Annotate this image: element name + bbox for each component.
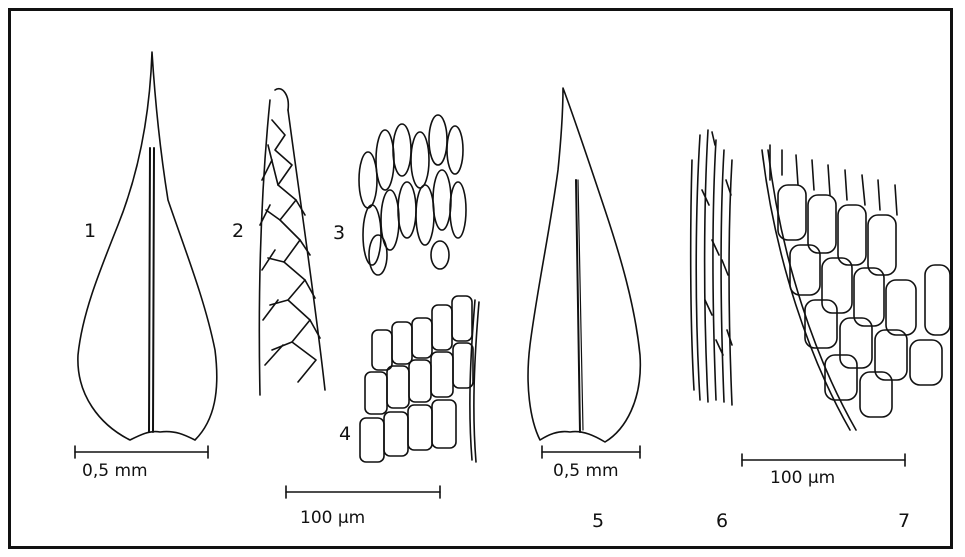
scale-bar-2 xyxy=(286,486,440,498)
figure-label-2: 2 xyxy=(232,222,244,241)
figure-label-7: 7 xyxy=(898,512,910,531)
figure-label-1: 1 xyxy=(84,222,96,241)
figure-label-4: 4 xyxy=(339,425,351,444)
cells-2-drawing xyxy=(259,89,325,395)
cells-4-drawing xyxy=(360,296,479,462)
scale-label-2: 100 μm xyxy=(300,510,365,527)
cells-7-drawing xyxy=(762,145,950,430)
cells-3-drawing xyxy=(359,115,466,275)
leaf-1-drawing xyxy=(78,52,217,440)
leaf-5-drawing xyxy=(528,88,640,442)
cells-6-drawing xyxy=(691,130,732,405)
scale-bar-4 xyxy=(742,454,905,466)
scale-label-1: 0,5 mm xyxy=(82,463,148,480)
figure-label-5: 5 xyxy=(592,512,604,531)
figure-label-3: 3 xyxy=(333,224,345,243)
scale-bar-3 xyxy=(542,446,640,458)
scale-label-3: 0,5 mm xyxy=(553,463,619,480)
scale-bar-1 xyxy=(75,446,208,458)
scale-label-4: 100 μm xyxy=(770,470,835,487)
figure-label-6: 6 xyxy=(716,512,728,531)
